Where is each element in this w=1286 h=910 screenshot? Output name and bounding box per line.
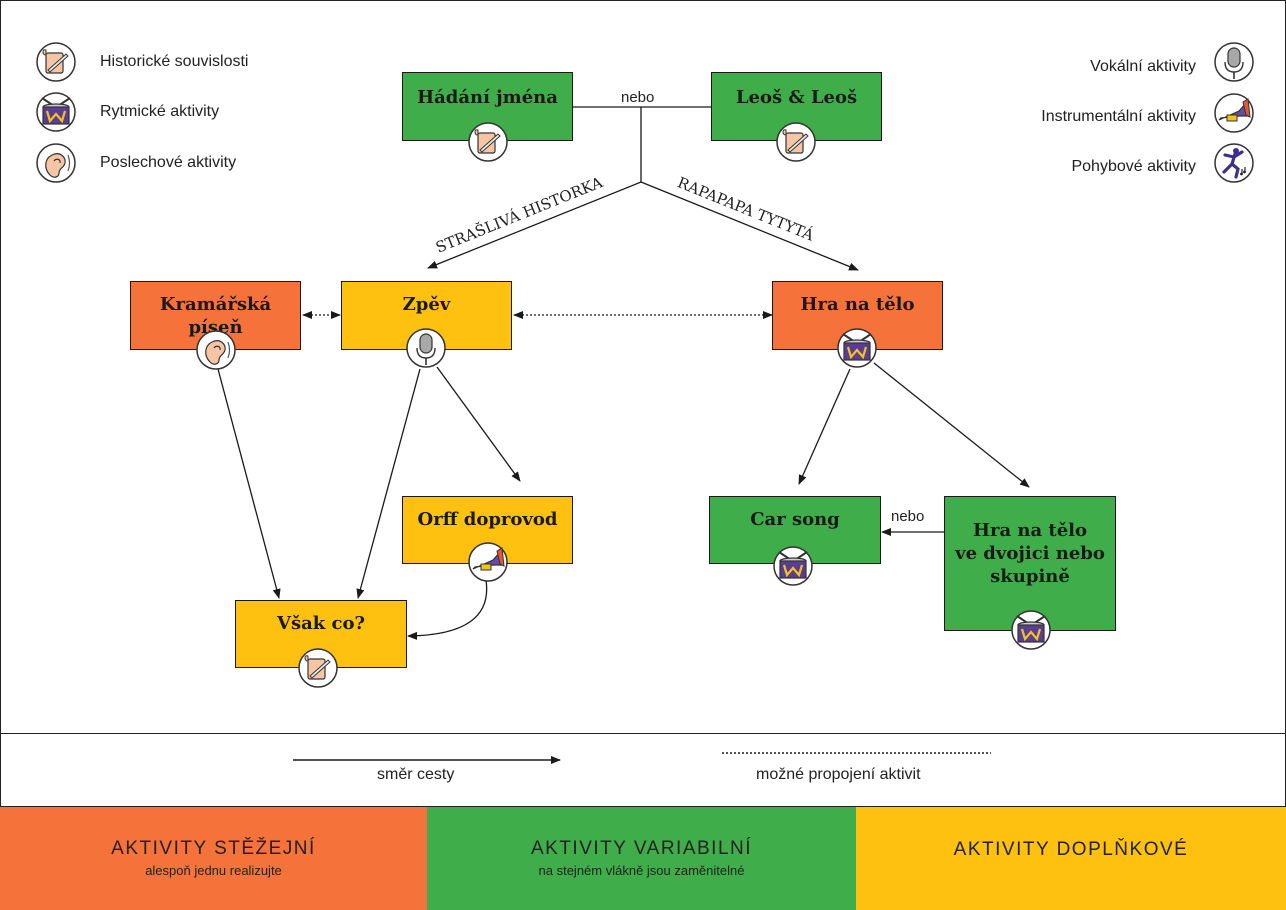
- arrow-orff-vsak: [407, 579, 488, 640]
- solid-line-label: směr cesty: [377, 766, 455, 783]
- arrow-hra-car: [798, 368, 851, 485]
- arrow-to-hra: [640, 181, 859, 271]
- legend-instrumentalni: Instrumentální aktivity: [1041, 108, 1196, 125]
- node-vsak-co[interactable]: Však co?: [235, 600, 407, 668]
- drum-icon: [1011, 610, 1051, 650]
- band-variabilni: AKTIVITY VARIABILNÍ na stejném vlákně js…: [427, 807, 856, 910]
- trumpet-icon: [468, 542, 508, 582]
- divider-top: [0, 733, 1286, 734]
- node-label: Hra na tělo: [800, 294, 915, 315]
- scroll-quill-icon: [298, 648, 338, 688]
- arrow-zpev-vsak: [356, 368, 421, 599]
- arrow-zpev-orff: [436, 366, 521, 482]
- dotted-line-label: možné propojení aktivit: [756, 766, 921, 783]
- band-stezejni: AKTIVITY STĚŽEJNÍ alespoň jednu realizuj…: [0, 807, 427, 910]
- scroll-quill-icon: [776, 122, 816, 162]
- node-label: Car song: [750, 509, 840, 530]
- arrow-to-zpev: [427, 181, 642, 269]
- band-doplnkove: AKTIVITY DOPLŇKOVÉ: [856, 807, 1286, 910]
- band-title: AKTIVITY STĚŽEJNÍ: [111, 838, 316, 859]
- node-label-line-1: Hra na tělo: [972, 520, 1088, 541]
- legend-vokalni: Vokální aktivity: [1090, 58, 1196, 75]
- legend-rytmicke: Rytmické aktivity: [100, 103, 220, 120]
- drum-icon: [837, 328, 877, 368]
- legend-historicke: Historické souvislosti: [100, 53, 249, 70]
- arrow-kramarska-vsak: [217, 368, 281, 599]
- nebo-label-top: nebo: [621, 89, 655, 106]
- band-title: AKTIVITY DOPLŇKOVÉ: [953, 839, 1189, 860]
- band-subtitle: na stejném vlákně jsou zaměnitelné: [538, 863, 745, 878]
- ear-icon: [196, 330, 236, 370]
- node-label-line-2: ve dvojici nebo: [955, 543, 1105, 564]
- node-label: Hádání jména: [417, 87, 558, 108]
- legend-poslechove: Poslechové aktivity: [100, 154, 237, 171]
- drum-icon: [773, 546, 813, 586]
- legend-pohybove: Pohybové aktivity: [1071, 158, 1196, 175]
- divider-bottom: [0, 806, 1286, 807]
- node-hra-ve-dvojici[interactable]: Hra na tělo ve dvojici nebo skupině: [944, 496, 1116, 631]
- connector-layer: [217, 106, 1030, 640]
- node-label: Zpěv: [402, 294, 451, 315]
- node-label: Kramářská píseň: [159, 294, 272, 338]
- microphone-icon: [406, 328, 446, 368]
- band-subtitle: alespoň jednu realizujte: [145, 863, 282, 878]
- node-label: Leoš & Leoš: [735, 87, 858, 108]
- arrow-hra-hra2: [873, 362, 1030, 488]
- scroll-quill-icon: [468, 122, 508, 162]
- node-label: Však co?: [276, 613, 365, 634]
- line-legend-samples: [293, 752, 991, 764]
- nebo-label-right: nebo: [891, 508, 925, 525]
- band-title: AKTIVITY VARIABILNÍ: [530, 838, 753, 859]
- node-label-line-3: skupině: [990, 566, 1070, 587]
- node-label: Orff doprovod: [417, 509, 558, 530]
